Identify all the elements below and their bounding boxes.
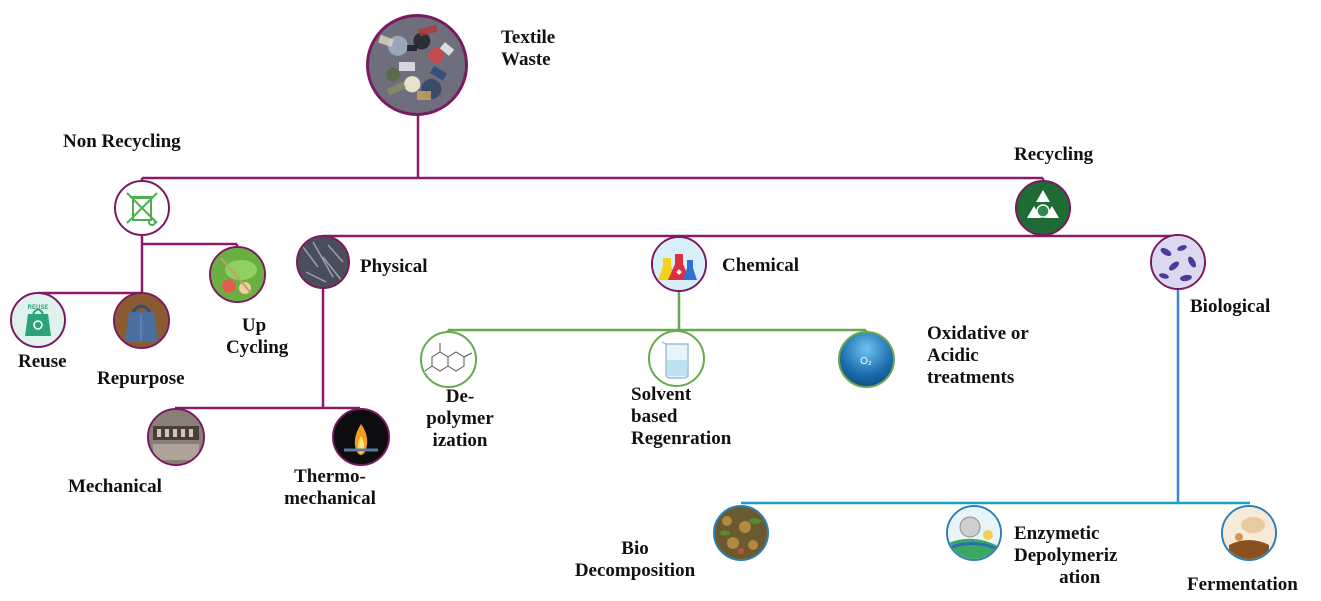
enzymatic-node	[946, 505, 1002, 561]
thermo-node	[332, 408, 390, 466]
flame-icon	[334, 410, 388, 464]
thermo-label: Thermo- mechanical	[270, 466, 390, 510]
mechanical-label: Mechanical	[68, 476, 162, 497]
non-recycling-node	[114, 180, 170, 236]
thermo-label-line-2: mechanical	[284, 488, 376, 509]
reuse-node: REUSE	[10, 292, 66, 348]
recycling-node	[1015, 180, 1071, 236]
enzymatic-label-line-3: ation	[1059, 567, 1101, 588]
oxidative-label: Oxidative or Acidic treatments	[927, 323, 1029, 389]
compost-icon	[715, 507, 767, 559]
molecule-structure-icon	[424, 343, 473, 372]
solvent-label-line-1: Solvent	[631, 384, 692, 405]
upcycling-label-line-2: Cycling	[226, 337, 289, 358]
reuse-label: Reuse	[18, 351, 67, 372]
upcycling-label-line-1: Up	[241, 315, 267, 336]
microbes-icon	[1152, 236, 1204, 288]
biodecomp-label: Bio Decomposition	[555, 538, 715, 582]
shredded-fiber-icon	[298, 237, 348, 287]
mechanical-node	[147, 408, 205, 466]
denim-bag-icon	[115, 294, 168, 347]
recycle-globe-icon	[1017, 182, 1069, 234]
depoly-label-line-1: De-	[445, 386, 475, 407]
oxidative-label-line-3: treatments	[927, 367, 1015, 388]
biodecomp-label-line-1: Bio	[621, 538, 649, 559]
biodecomp-node	[713, 505, 769, 561]
enzymatic-label: Enzymetic Depolymeriz ation	[1014, 523, 1117, 589]
biological-label: Biological	[1190, 296, 1271, 317]
fermentation-icon	[1223, 507, 1275, 559]
fermentation-node	[1221, 505, 1277, 561]
oxidative-node: O₂	[838, 331, 895, 388]
recycling-label: Recycling	[1014, 144, 1094, 165]
enzymatic-label-line-2: Depolymeriz	[1014, 545, 1118, 566]
oxygen-bubble-icon: O₂	[860, 356, 872, 367]
repurpose-node	[113, 292, 170, 349]
physical-label: Physical	[360, 256, 428, 277]
fermentation-label: Fermentation	[1187, 574, 1298, 595]
crossed-recycle-bin-icon	[126, 192, 158, 226]
root-label-line-1: Textile	[501, 27, 556, 48]
solvent-label-line-2: based	[631, 406, 678, 427]
upcycling-node	[209, 246, 266, 303]
oxidative-label-line-1: Oxidative or	[927, 323, 1029, 344]
beaker-icon	[661, 341, 689, 379]
biological-node	[1150, 234, 1206, 290]
knitting-yarn-icon	[211, 248, 264, 301]
enzymatic-label-line-1: Enzymetic	[1014, 523, 1100, 544]
thermo-label-line-1: Thermo-	[294, 466, 366, 487]
enzyme-icon	[948, 507, 1000, 559]
repurpose-label: Repurpose	[97, 368, 185, 389]
depoly-label-line-3: ization	[432, 430, 488, 451]
textile-scraps-icon	[378, 24, 455, 100]
upcycling-label: Up Cycling	[226, 315, 289, 359]
reuse-badge-text: REUSE	[28, 305, 49, 311]
chemical-node	[651, 236, 707, 292]
depoly-label: De- polymer ization	[410, 386, 510, 452]
biodecomp-label-line-2: Decomposition	[574, 560, 696, 581]
chemical-label: Chemical	[722, 255, 800, 276]
lab-flasks-icon	[653, 238, 705, 290]
oxygen-icon-text: O₂	[860, 356, 872, 367]
depoly-node	[420, 331, 477, 388]
root-label: Textile Waste	[501, 27, 555, 71]
solvent-label: Solvent based Regenration	[631, 384, 731, 450]
depoly-label-line-2: polymer	[426, 408, 494, 429]
shredder-machine-icon	[149, 410, 203, 464]
non-recycling-label: Non Recycling	[63, 131, 181, 152]
reuse-bag-icon: REUSE	[25, 305, 51, 336]
oxidative-label-line-2: Acidic	[927, 345, 979, 366]
solvent-label-line-3: Regenration	[631, 428, 732, 449]
solvent-node	[648, 330, 705, 387]
physical-node	[296, 235, 350, 289]
root-label-line-2: Waste	[501, 49, 551, 70]
textile-waste-node	[366, 14, 468, 116]
